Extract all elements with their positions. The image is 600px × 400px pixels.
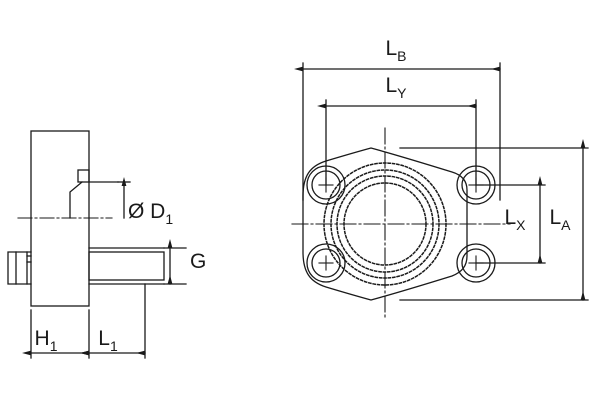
threaded-port-body	[88, 251, 165, 281]
hex-flange-outline	[302, 147, 468, 301]
dimension-text-group: Ø D1 G H1 L1 LB LY LX LA	[35, 37, 572, 354]
dim-label-l1: L1	[98, 327, 118, 354]
bolt-hole-bottom-left	[306, 243, 346, 283]
dim-label-g: G	[190, 250, 206, 273]
dim-label-lx: LX	[504, 206, 526, 233]
side-section-view	[7, 130, 187, 359]
notch-detail	[77, 169, 90, 183]
internal-step-line	[69, 181, 83, 219]
bolt-inner-circle	[311, 248, 341, 278]
dim-label-d1: Ø D1	[128, 200, 173, 227]
dim-label-ly: LY	[385, 74, 407, 101]
dim-label-lb: LB	[385, 37, 406, 64]
front-face-view	[291, 62, 589, 321]
dim-label-h1: H1	[35, 327, 58, 354]
left-spigot-outline	[7, 251, 32, 285]
dim-label-la: LA	[549, 206, 571, 233]
bolt-outer-circle	[306, 243, 346, 283]
